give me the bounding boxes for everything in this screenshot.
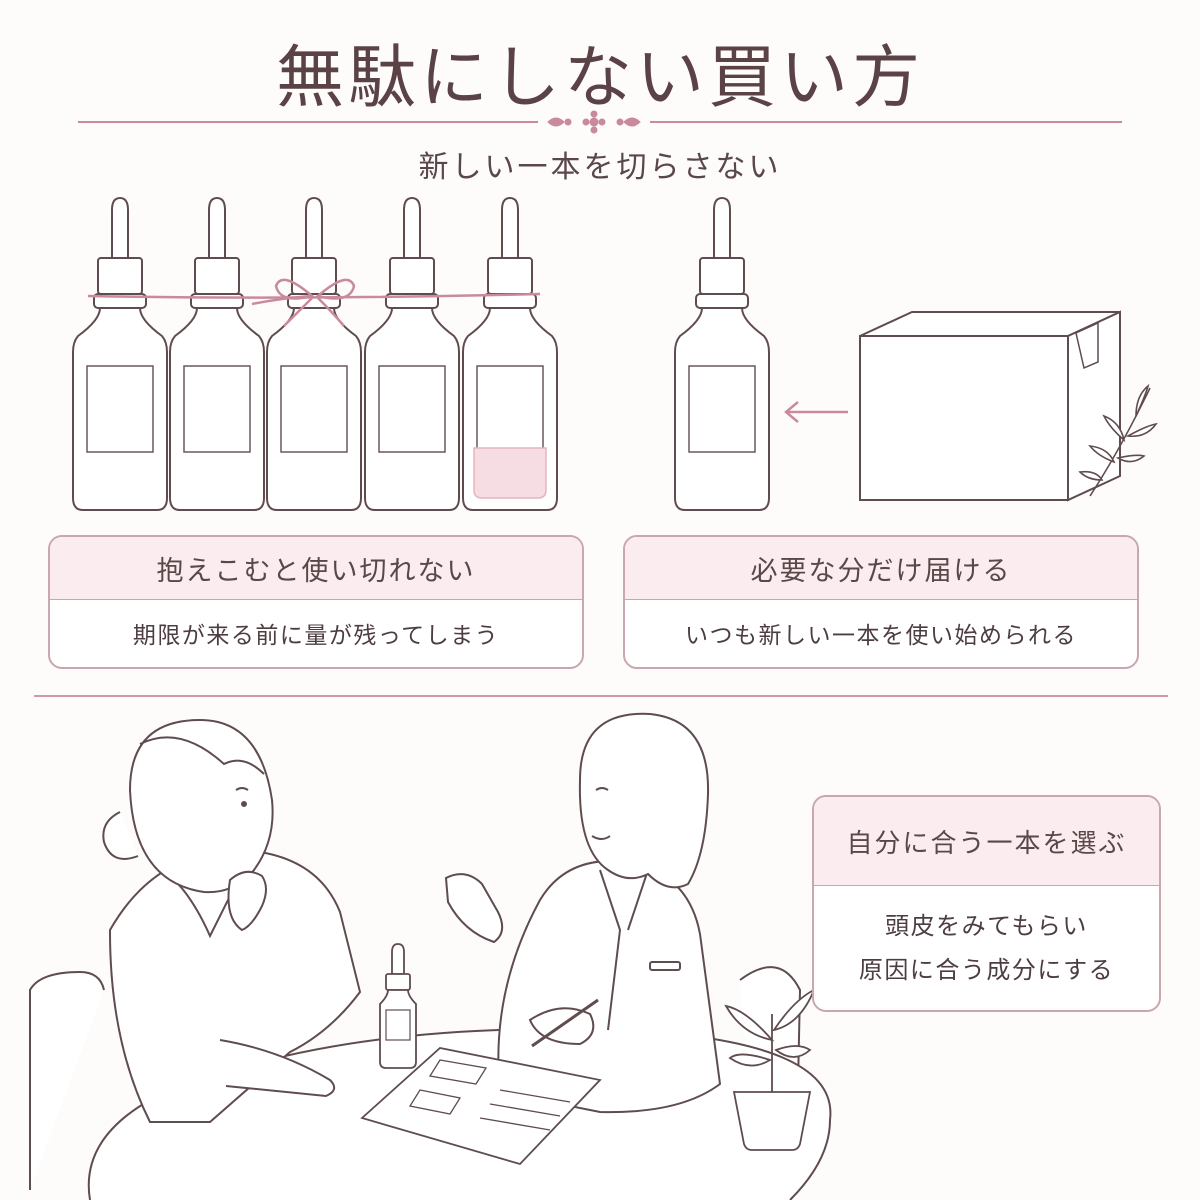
- dropper-bottle-icon: [266, 197, 362, 511]
- document-sheet: [360, 1047, 602, 1166]
- panel-body: いつも新しい一本を使い始められる: [685, 623, 1077, 649]
- title-divider: [78, 110, 1122, 134]
- dropper-bottle-icon: [379, 943, 417, 1069]
- dropper-bottle-icon: [462, 197, 558, 511]
- leaf-sprig-icon: [1078, 383, 1158, 497]
- panel-heading: 必要な分だけ届ける: [625, 537, 1137, 600]
- dropper-bottle-icon: [364, 197, 460, 511]
- dropper-bottle-icon: [169, 197, 265, 511]
- waste-problem-panel: 抱えこむと使い切れない 期限が来る前に量が残ってしまう: [48, 535, 584, 669]
- consultation-panel: 自分に合う一本を選ぶ 頭皮をみてもらい 原因に合う成分にする: [812, 795, 1161, 1012]
- page-title: 無駄にしない買い方: [275, 39, 924, 118]
- panel-heading: 自分に合う一本を選ぶ: [814, 797, 1159, 886]
- dropper-bottle-icon: [674, 197, 770, 511]
- panel-line: 原因に合う成分にする: [858, 955, 1115, 984]
- panel-body: 期限が来る前に量が残ってしまう: [132, 623, 500, 649]
- panel-body: 頭皮をみてもらい 原因に合う成分にする: [814, 886, 1159, 1009]
- panel-line: 頭皮をみてもらい: [885, 911, 1088, 940]
- delivery-solution-panel: 必要な分だけ届ける いつも新しい一本を使い始められる: [623, 535, 1139, 669]
- dropper-bottle-icon: [72, 197, 168, 511]
- page-subtitle: 新しい一本を切らさない: [418, 150, 782, 185]
- flower-ornament-icon: [547, 110, 641, 134]
- panel-heading: 抱えこむと使い切れない: [50, 537, 582, 600]
- left-arrow-icon: [784, 401, 848, 423]
- ribbon-bow-icon: [87, 278, 541, 327]
